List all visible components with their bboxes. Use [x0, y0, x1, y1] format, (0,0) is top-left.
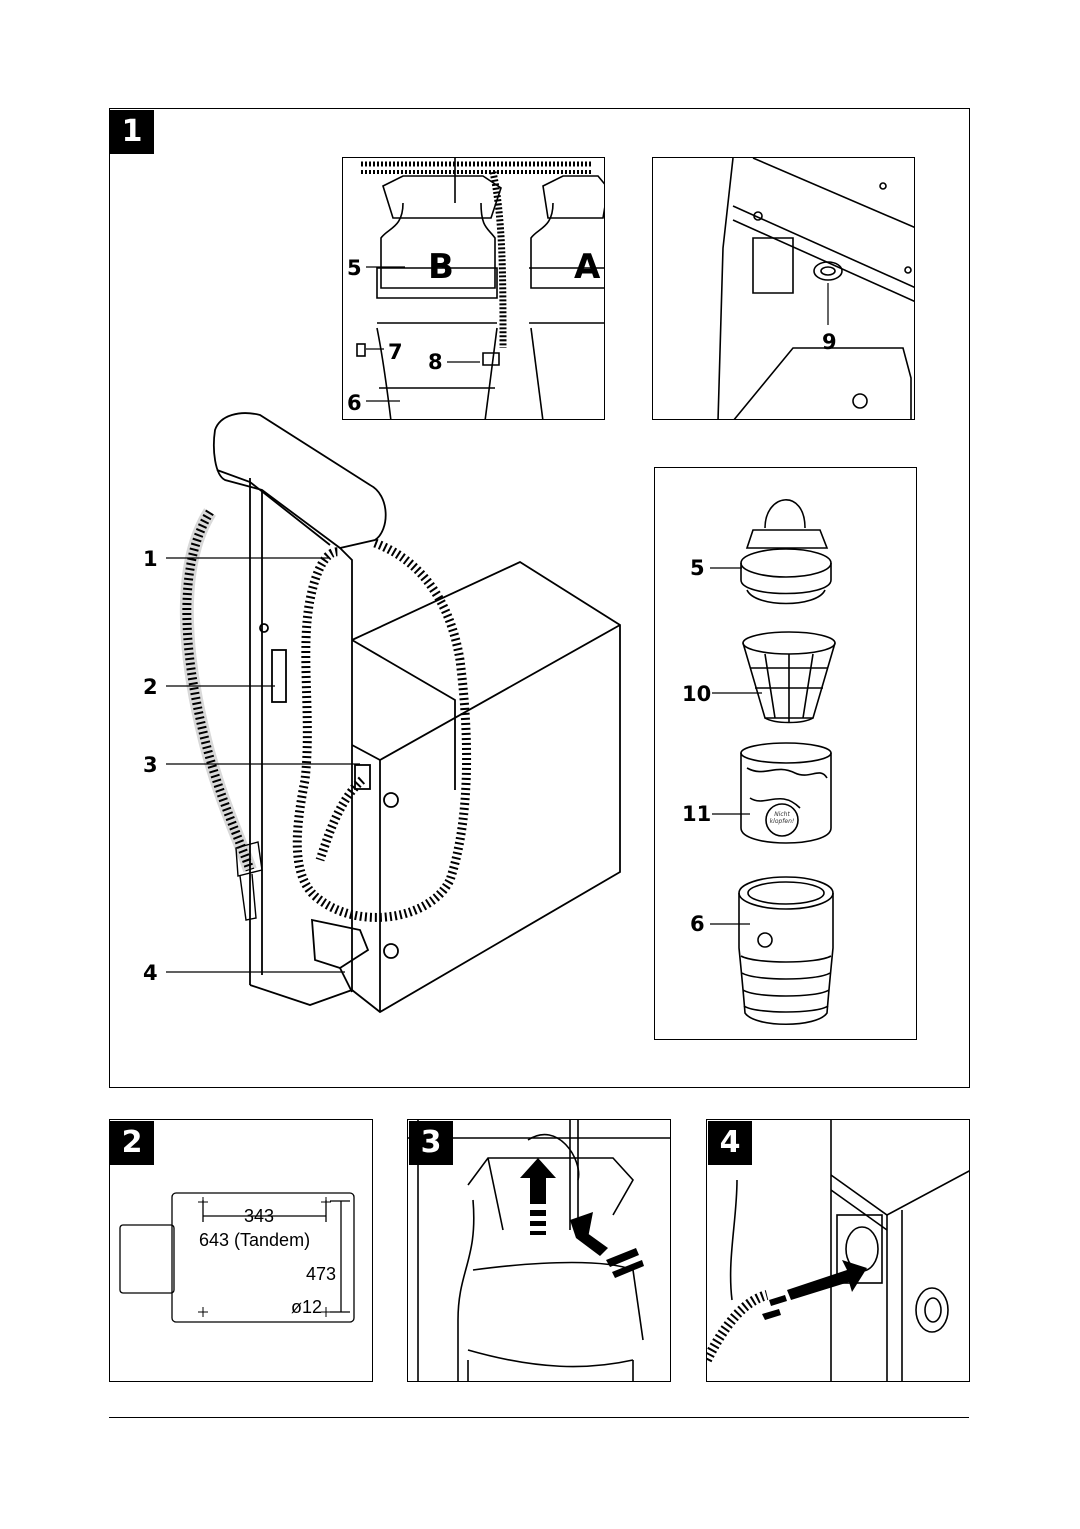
figure-1-badge: 1	[110, 110, 154, 154]
page-footer-rule	[109, 1417, 969, 1418]
dim-depth: 473	[306, 1264, 337, 1284]
callout-4: 4	[143, 961, 158, 985]
callout-1: 1	[143, 547, 158, 571]
callout-8: 8	[428, 350, 443, 374]
exploded-parts-drawing	[738, 499, 836, 1026]
callout-10: 10	[682, 682, 712, 706]
callout-2: 2	[143, 675, 158, 699]
container-letter-a: A	[574, 247, 601, 287]
inset-containers	[342, 157, 605, 420]
callout-6-parts: 6	[690, 912, 705, 936]
callout-5-parts: 5	[690, 556, 705, 580]
dim-hole: ø12	[291, 1297, 323, 1317]
callout-5-top: 5	[347, 256, 362, 280]
container-letter-b: B	[428, 247, 454, 287]
callout-9: 9	[822, 330, 837, 354]
bag-label: Nicht klopfen!	[769, 811, 795, 825]
figure-4-badge: 4	[708, 1121, 752, 1165]
hose-connect-drawing	[707, 1120, 969, 1381]
housing-detail-drawing	[717, 158, 914, 419]
inset-exploded-parts	[654, 467, 917, 1040]
callout-6-top: 6	[347, 391, 362, 415]
callout-7: 7	[388, 340, 403, 364]
figure-3-badge: 3	[409, 1121, 453, 1165]
containers-drawing	[356, 158, 604, 419]
dim-width: 343	[244, 1206, 275, 1226]
callout-11: 11	[682, 802, 712, 826]
callout-3: 3	[143, 753, 158, 777]
dim-width-tandem: 643 (Tandem)	[199, 1230, 311, 1250]
figure-2-badge: 2	[110, 1121, 154, 1165]
inset-housing-detail	[652, 157, 915, 420]
